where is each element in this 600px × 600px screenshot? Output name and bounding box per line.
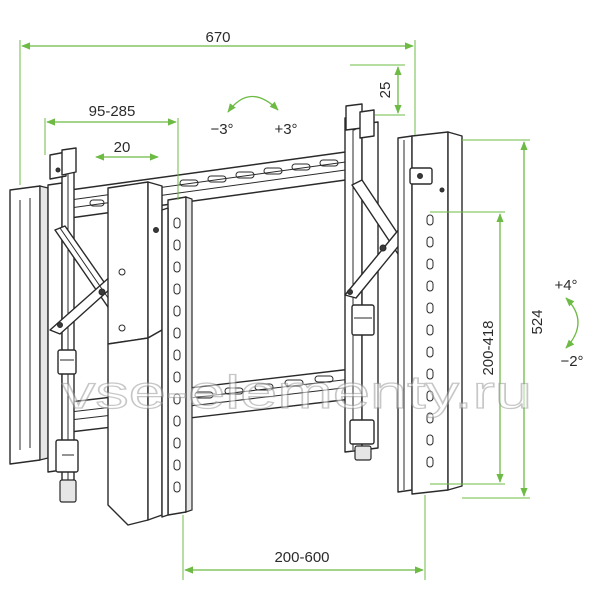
left-wall-plate: [9, 185, 49, 465]
right-arm-perforations: [426, 214, 434, 468]
label-shift: 20: [114, 139, 131, 156]
label-vertical-range: 200-418: [480, 320, 497, 375]
label-top-height: 25: [377, 82, 394, 99]
top-rail-slots: [89, 159, 339, 207]
label-tilt-down: −2°: [560, 353, 583, 370]
label-overall-height: 524: [529, 309, 546, 334]
dimension-lines: [19, 40, 579, 580]
left-scissor-arms: [49, 225, 121, 335]
label-tilt-right: +3°: [274, 121, 297, 138]
left-top-hook: [49, 147, 77, 180]
label-tilt-left: −3°: [210, 121, 233, 138]
left-lock-mechanism: [55, 349, 79, 503]
right-lock-mechanism: [349, 304, 375, 461]
right-top-hook: [345, 103, 375, 139]
wall-mount-bracket: [9, 103, 463, 526]
center-perforated-strip: [161, 196, 193, 518]
label-overall-width: 670: [205, 29, 230, 46]
bottom-rail-slots: [194, 375, 334, 399]
left-tv-arm: [107, 181, 163, 526]
label-horizontal-range: 200-600: [274, 549, 329, 566]
label-adjust-range: 95-285: [89, 103, 136, 120]
label-tilt-up: +4°: [554, 277, 577, 294]
watermark: vse-elementy.ru: [62, 366, 532, 418]
